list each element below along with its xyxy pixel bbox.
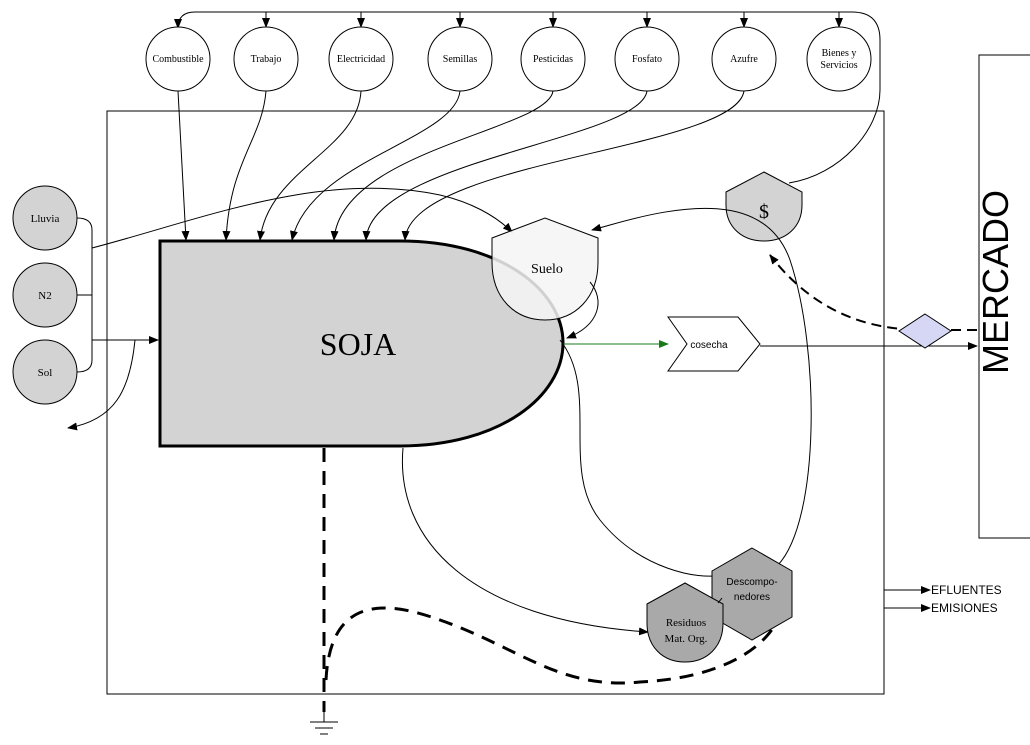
producer-soja: SOJA [158,239,565,448]
source-combustible: Combustible [145,26,211,92]
exchange-diamond [898,313,952,349]
input-flows [177,90,745,241]
source-trabajo: Trabajo [233,26,299,92]
residues-to-decomposers-flow [717,597,723,604]
source-bienes-y-servicios-label-line2: Servicios [820,60,857,71]
source-fosfato: Fosfato [614,26,680,92]
source-azufre: Azufre [711,26,777,92]
source-electricidad: Electricidad [328,26,394,92]
decomposers-label-line1: Descompo- [726,577,777,588]
left-input-flows [67,187,513,431]
source-pesticidas: Pesticidas [520,26,586,92]
producer-to-residues-flow [401,447,649,636]
residues-label-line1: Residuos [666,617,706,629]
system-boundary [106,110,885,695]
residues-storage: Residuos Mat. Org. [646,582,724,663]
storage-suelo: Suelo [491,217,599,321]
heat-sink-flows [322,448,777,712]
market-box: MERCADO [975,54,1030,539]
output-efluentes: EFLUENTES [931,583,1002,597]
money-storage-label: $ [759,201,769,223]
output-emisiones: EMISIONES [931,601,998,615]
residues-label-line2: Mat. Org. [665,633,708,645]
soil-to-producer-flow [566,281,599,339]
source-pesticidas-label: Pesticidas [533,54,573,65]
source-n2: N2 [12,262,78,328]
source-electricidad-label: Electricidad [337,54,385,65]
money-feedback-loop [174,11,881,184]
money-return-flow [769,254,977,331]
harvest-cosecha: cosecha [667,316,761,372]
source-lluvia: Lluvia [12,185,78,251]
storage-suelo-label: Suelo [531,262,563,277]
decomposers-label-line2: nedores [734,592,770,603]
source-semillas-label: Semillas [443,54,478,65]
market-label: MERCADO [975,190,1016,374]
source-bienes-y-servicios: Bienes y Servicios [806,26,872,92]
outputs: EFLUENTES EMISIONES [884,583,1002,615]
decomposers-node: Descompo- nedores [711,547,793,641]
source-fosfato-label: Fosfato [632,54,662,65]
decomposers-to-soil-flow [591,207,812,566]
money-storage: $ [725,171,803,242]
source-sol: Sol [12,339,78,405]
source-semillas: Semillas [427,26,493,92]
producer-soja-label: SOJA [320,326,396,362]
soil-loop-flow [559,339,721,577]
harvest-cosecha-label: cosecha [690,340,728,351]
source-combustible-label: Combustible [152,54,204,65]
source-lluvia-label: Lluvia [31,213,60,225]
source-azufre-label: Azufre [730,54,758,65]
source-bienes-y-servicios-label-line1: Bienes y [822,48,857,59]
source-trabajo-label: Trabajo [251,54,282,65]
source-n2-label: N2 [38,290,51,302]
source-sol-label: Sol [38,367,53,379]
ground-icon [310,712,338,735]
